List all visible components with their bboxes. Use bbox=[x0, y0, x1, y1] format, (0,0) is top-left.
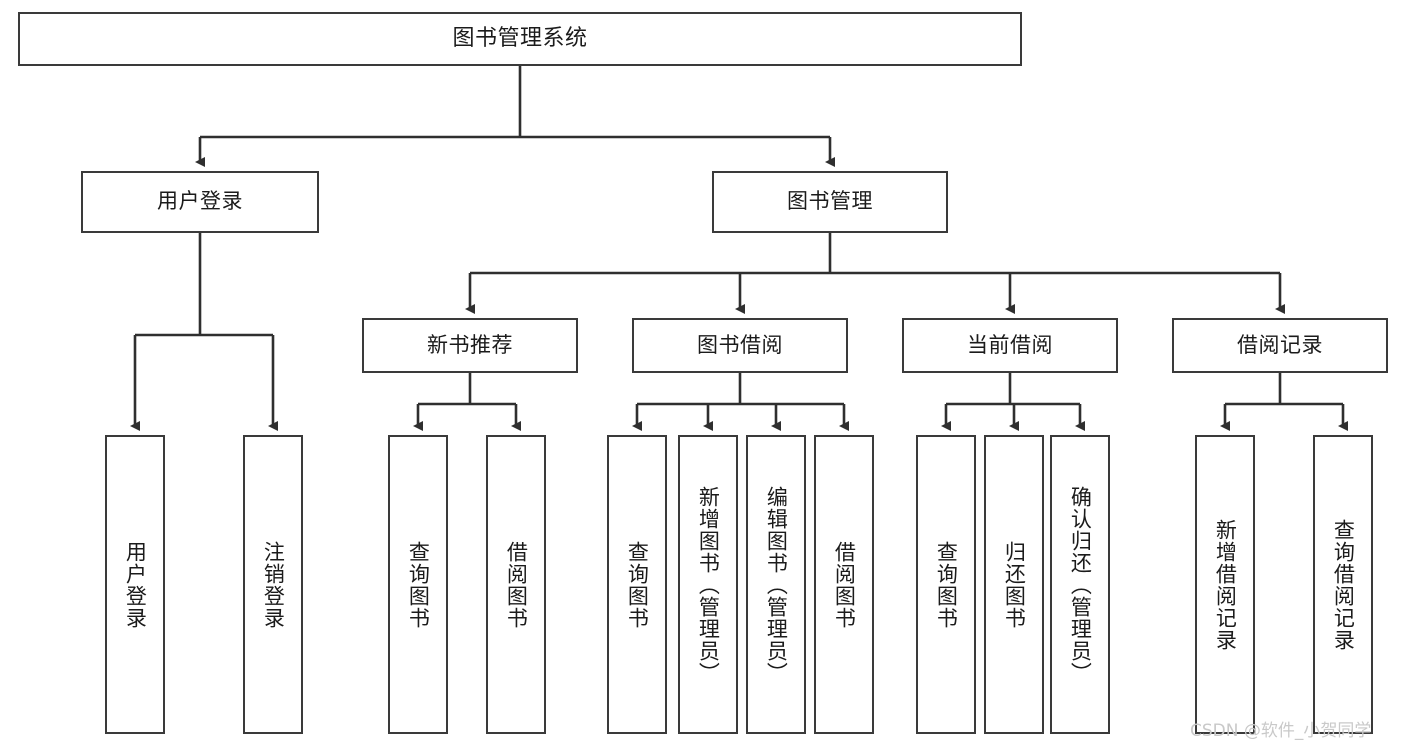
node-leaf-query-book-rec-label: 查询图书 bbox=[406, 540, 431, 629]
node-new-book-recommend[interactable]: 新书推荐 bbox=[362, 318, 578, 373]
node-book-borrow-label: 图书借阅 bbox=[697, 332, 783, 357]
node-leaf-user-logout-label: 注销登录 bbox=[261, 540, 286, 629]
node-leaf-borrow-book-rec[interactable]: 借阅图书 bbox=[486, 435, 546, 734]
node-leaf-confirm-return-admin-label: 确认归还（管理员） bbox=[1068, 485, 1093, 684]
node-book-manage-label: 图书管理 bbox=[787, 189, 873, 214]
node-borrow-record-label: 借阅记录 bbox=[1237, 332, 1323, 357]
node-root-label: 图书管理系统 bbox=[452, 25, 588, 51]
node-leaf-return-book-label: 归还图书 bbox=[1002, 540, 1027, 629]
node-leaf-query-book-borrow-label: 查询图书 bbox=[625, 540, 650, 629]
node-root[interactable]: 图书管理系统 bbox=[18, 12, 1022, 66]
node-book-manage[interactable]: 图书管理 bbox=[712, 171, 948, 233]
node-leaf-query-borrow-record-label: 查询借阅记录 bbox=[1331, 518, 1356, 651]
watermark: CSDN @软件_小贺同学 bbox=[1190, 721, 1372, 741]
node-leaf-query-book-borrow[interactable]: 查询图书 bbox=[607, 435, 667, 734]
node-user-login-label: 用户登录 bbox=[157, 189, 243, 214]
node-current-borrow-label: 当前借阅 bbox=[967, 332, 1053, 357]
node-leaf-query-book-rec[interactable]: 查询图书 bbox=[388, 435, 448, 734]
node-leaf-user-login-label: 用户登录 bbox=[123, 540, 148, 629]
node-leaf-add-book-admin[interactable]: 新增图书（管理员） bbox=[678, 435, 738, 734]
node-borrow-record[interactable]: 借阅记录 bbox=[1172, 318, 1388, 373]
node-book-borrow[interactable]: 图书借阅 bbox=[632, 318, 848, 373]
node-leaf-borrow-book-rec-label: 借阅图书 bbox=[504, 540, 529, 629]
node-current-borrow[interactable]: 当前借阅 bbox=[902, 318, 1118, 373]
node-leaf-edit-book-admin-label: 编辑图书（管理员） bbox=[764, 485, 789, 684]
node-leaf-user-logout[interactable]: 注销登录 bbox=[243, 435, 303, 734]
node-leaf-borrow-book[interactable]: 借阅图书 bbox=[814, 435, 874, 734]
node-leaf-borrow-book-label: 借阅图书 bbox=[832, 540, 857, 629]
node-leaf-return-book[interactable]: 归还图书 bbox=[984, 435, 1044, 734]
node-leaf-add-book-admin-label: 新增图书（管理员） bbox=[696, 485, 721, 684]
node-user-login[interactable]: 用户登录 bbox=[81, 171, 319, 233]
node-leaf-query-book-cur-label: 查询图书 bbox=[934, 540, 959, 629]
node-leaf-user-login[interactable]: 用户登录 bbox=[105, 435, 165, 734]
node-leaf-edit-book-admin[interactable]: 编辑图书（管理员） bbox=[746, 435, 806, 734]
node-leaf-query-book-cur[interactable]: 查询图书 bbox=[916, 435, 976, 734]
node-leaf-add-borrow-record[interactable]: 新增借阅记录 bbox=[1195, 435, 1255, 734]
node-leaf-query-borrow-record[interactable]: 查询借阅记录 bbox=[1313, 435, 1373, 734]
node-new-book-recommend-label: 新书推荐 bbox=[427, 332, 513, 357]
node-leaf-add-borrow-record-label: 新增借阅记录 bbox=[1213, 518, 1238, 651]
node-leaf-confirm-return-admin[interactable]: 确认归还（管理员） bbox=[1050, 435, 1110, 734]
